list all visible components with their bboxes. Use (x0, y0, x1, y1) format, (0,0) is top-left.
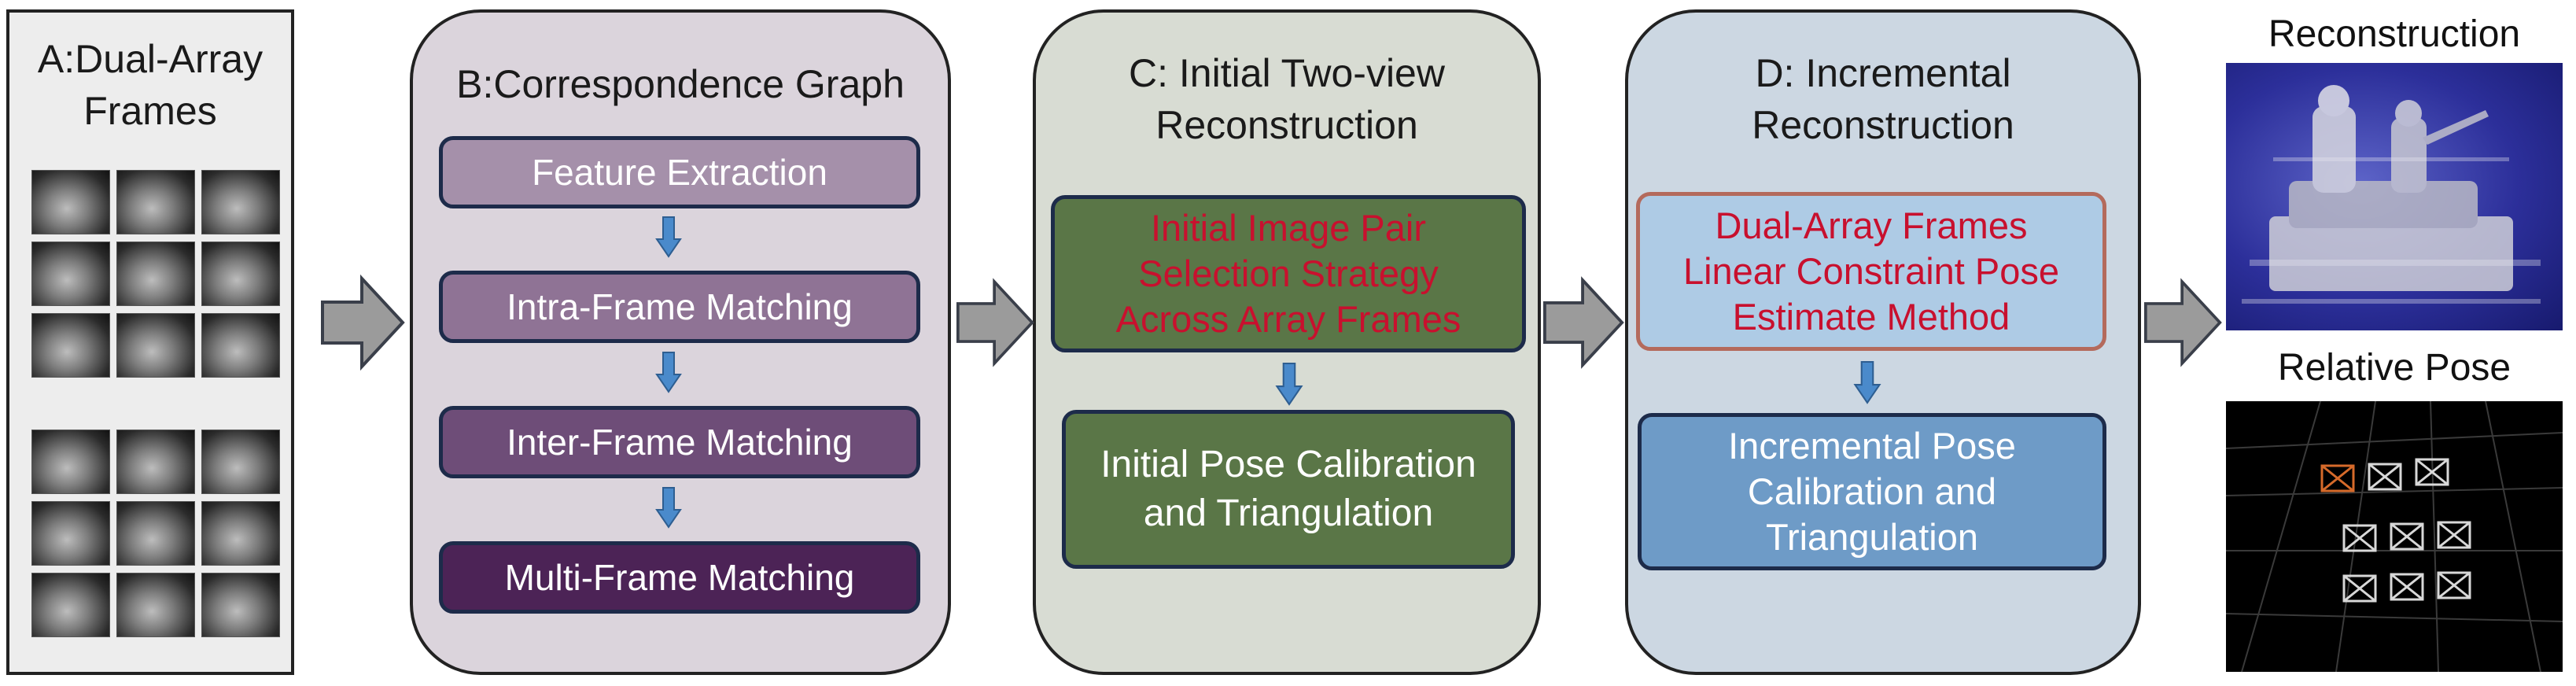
frame-thumbnail (116, 430, 195, 494)
initial-pair-selection-line-2: Selection Strategy (1138, 253, 1439, 294)
incremental-pose-calibration-box: Incremental Pose Calibration and Triangu… (1638, 413, 2106, 570)
frame-thumbnail (31, 573, 110, 637)
panel-d-title: D: Incremental Reconstruction (1628, 47, 2138, 151)
initial-pose-calibration-box: Initial Pose Calibration and Triangulati… (1062, 410, 1515, 569)
flow-arrow-a-to-b (321, 274, 405, 371)
frame-thumbnail (201, 430, 280, 494)
frame-thumbnail (116, 313, 195, 378)
panel-a-title-line-1: A:Dual-Array (37, 37, 263, 81)
initial-pair-selection-box: Initial Image Pair Selection Strategy Ac… (1051, 195, 1526, 352)
frame-thumbnail (116, 501, 195, 566)
camera-pose-grid (2225, 400, 2563, 673)
intra-frame-matching-label: Intra-Frame Matching (507, 286, 853, 327)
connector-arrow-d (1853, 360, 1881, 404)
flow-arrow-d-to-output (2144, 278, 2222, 367)
relative-pose-label: Relative Pose (2277, 347, 2512, 389)
frame-thumbnail (31, 430, 110, 494)
inter-frame-matching-label: Inter-Frame Matching (507, 422, 853, 463)
initial-pair-selection-line-1: Initial Image Pair (1150, 207, 1427, 249)
multi-frame-matching-label: Multi-Frame Matching (504, 557, 855, 598)
panel-a-title: A:Dual-Array Frames (9, 33, 291, 137)
frame-thumbnail (116, 170, 195, 234)
reconstruction-image (2226, 63, 2563, 330)
inter-frame-matching-box: Inter-Frame Matching (439, 406, 920, 478)
panel-b-title-text: B:Correspondence Graph (456, 62, 905, 106)
connector-arrow-b1 (655, 216, 682, 258)
panel-d-title-line-2: Reconstruction (1752, 103, 2014, 147)
panel-b-title: B:Correspondence Graph (413, 58, 948, 110)
feature-extraction-box: Feature Extraction (439, 136, 920, 208)
panel-d-title-line-1: D: Incremental (1755, 51, 2011, 95)
connector-arrow-b3 (655, 487, 682, 529)
relative-pose-image (2225, 400, 2563, 673)
panel-c-title: C: Initial Two-view Reconstruction (1036, 47, 1538, 151)
frame-thumbnail (31, 501, 110, 566)
linear-constraint-pose-line-2: Linear Constraint Pose (1682, 250, 2060, 292)
linear-constraint-pose-line-1: Dual-Array Frames (1715, 205, 2028, 246)
linear-constraint-pose-line-3: Estimate Method (1732, 296, 2010, 337)
frame-thumbnail (31, 242, 110, 306)
frame-thumbnail (201, 170, 280, 234)
reconstruction-label: Reconstruction (2268, 13, 2521, 55)
connector-arrow-c (1275, 362, 1303, 406)
incremental-pose-calibration-line-1: Incremental Pose (1728, 425, 2016, 467)
point-cloud-sculpture (2242, 85, 2541, 304)
frame-thumbnail (201, 313, 280, 378)
flow-arrow-b-to-c (956, 278, 1034, 367)
frame-thumbnail (201, 501, 280, 566)
feature-extraction-label: Feature Extraction (532, 152, 827, 193)
frame-thumbnail (31, 170, 110, 234)
incremental-pose-calibration-line-2: Calibration and (1747, 470, 1997, 512)
intra-frame-matching-box: Intra-Frame Matching (439, 271, 920, 343)
linear-constraint-pose-box: Dual-Array Frames Linear Constraint Pose… (1636, 192, 2106, 351)
initial-pose-calibration-line-2: and Triangulation (1143, 492, 1434, 534)
connector-arrow-b2 (655, 352, 682, 393)
initial-pose-calibration-line-1: Initial Pose Calibration (1100, 444, 1476, 485)
incremental-pose-calibration-line-3: Triangulation (1766, 516, 1978, 558)
panel-a-title-line-2: Frames (83, 89, 217, 133)
multi-frame-matching-box: Multi-Frame Matching (439, 541, 920, 614)
frame-thumbnail (116, 573, 195, 637)
panel-c-title-line-1: C: Initial Two-view (1129, 51, 1445, 95)
frame-thumbnail (201, 242, 280, 306)
frame-thumbnail (116, 242, 195, 306)
flow-arrow-c-to-d (1543, 276, 1624, 369)
panel-a-dual-array-frames: A:Dual-Array Frames (6, 9, 294, 675)
frame-thumbnail (31, 313, 110, 378)
frame-thumbnail (201, 573, 280, 637)
initial-pair-selection-line-3: Across Array Frames (1115, 298, 1461, 340)
panel-c-title-line-2: Reconstruction (1155, 103, 1418, 147)
